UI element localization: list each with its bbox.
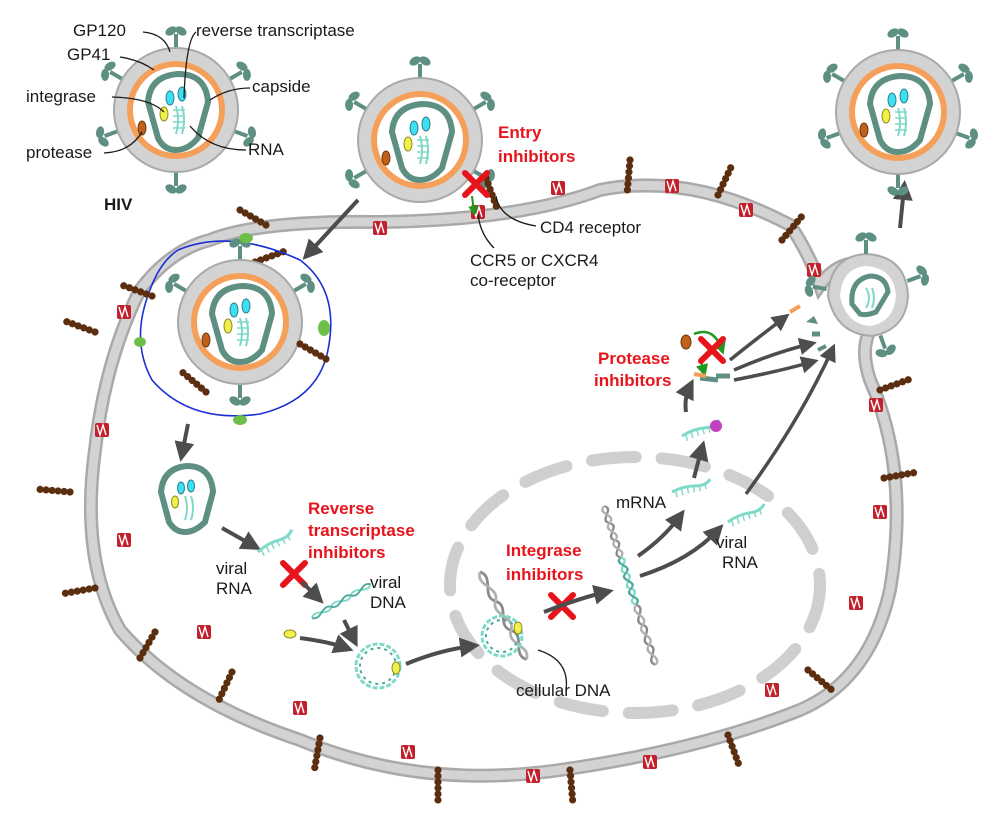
label-hiv: HIV bbox=[104, 195, 133, 214]
viral-dna-helix bbox=[309, 581, 373, 621]
protease-block-x bbox=[701, 339, 723, 361]
label-gp41: GP41 bbox=[67, 45, 110, 64]
svg-text:Protease: Protease bbox=[598, 349, 670, 368]
svg-text:transcriptase: transcriptase bbox=[308, 521, 415, 540]
circular-viral-dna bbox=[354, 642, 402, 690]
rt-inhibitors-label: Reverse transcriptase inhibitors bbox=[308, 499, 415, 562]
nucleus-envelope bbox=[444, 451, 826, 719]
fusion-outline bbox=[139, 240, 332, 417]
label-cellular-dna: cellular DNA bbox=[516, 681, 611, 700]
svg-text:inhibitors: inhibitors bbox=[308, 543, 385, 562]
svg-text:DNA: DNA bbox=[370, 593, 407, 612]
protease-inhibitors-label: Protease inhibitors bbox=[594, 349, 671, 390]
label-mrna: mRNA bbox=[616, 493, 667, 512]
label-co-receptor-2: co-receptor bbox=[470, 271, 556, 290]
viral-dna-label: viral DNA bbox=[370, 573, 407, 612]
rt-block-x bbox=[283, 563, 305, 585]
svg-text:viral: viral bbox=[370, 573, 401, 592]
receptor-labels: CD4 receptor CCR5 or CXCR4 co-receptor bbox=[470, 195, 641, 290]
svg-text:inhibitors: inhibitors bbox=[506, 565, 583, 584]
svg-text:inhibitors: inhibitors bbox=[594, 371, 671, 390]
budding-virion bbox=[799, 228, 936, 364]
viral-rna-strand-2 bbox=[724, 502, 770, 530]
label-protease: protease bbox=[26, 143, 92, 162]
viral-rna-label-2: viral RNA bbox=[716, 533, 759, 572]
svg-text:RNA: RNA bbox=[216, 579, 253, 598]
label-rna: RNA bbox=[248, 140, 285, 159]
label-integrase: integrase bbox=[26, 87, 96, 106]
integrating-dna bbox=[480, 614, 524, 658]
integrase-inhibitors-label: Integrase inhibitors bbox=[506, 541, 583, 584]
svg-text:RNA: RNA bbox=[722, 553, 759, 572]
label-gp120: GP120 bbox=[73, 21, 126, 40]
provirus-helix bbox=[600, 503, 660, 667]
entry-inhibitors-label: Entry inhibitors bbox=[498, 123, 575, 166]
label-co-receptor-1: CCR5 or CXCR4 bbox=[470, 251, 598, 270]
svg-text:Entry: Entry bbox=[498, 123, 542, 142]
svg-text:Reverse: Reverse bbox=[308, 499, 374, 518]
mature-virion bbox=[811, 24, 985, 200]
viral-rna-strand bbox=[253, 528, 299, 559]
label-capside: capside bbox=[252, 77, 311, 96]
viral-rna-label-1: viral RNA bbox=[216, 559, 253, 598]
svg-text:viral: viral bbox=[716, 533, 747, 552]
mrna-strand bbox=[669, 477, 714, 500]
svg-text:inhibitors: inhibitors bbox=[498, 147, 575, 166]
svg-text:Integrase: Integrase bbox=[506, 541, 582, 560]
svg-text:viral: viral bbox=[216, 559, 247, 578]
hiv-labels: GP120 GP41 reverse transcriptase integra… bbox=[26, 21, 355, 214]
hiv-virion bbox=[89, 22, 263, 198]
label-cd4-receptor: CD4 receptor bbox=[540, 218, 641, 237]
label-reverse-transcriptase: reverse transcriptase bbox=[196, 21, 355, 40]
uncoating-capsid bbox=[161, 466, 213, 532]
